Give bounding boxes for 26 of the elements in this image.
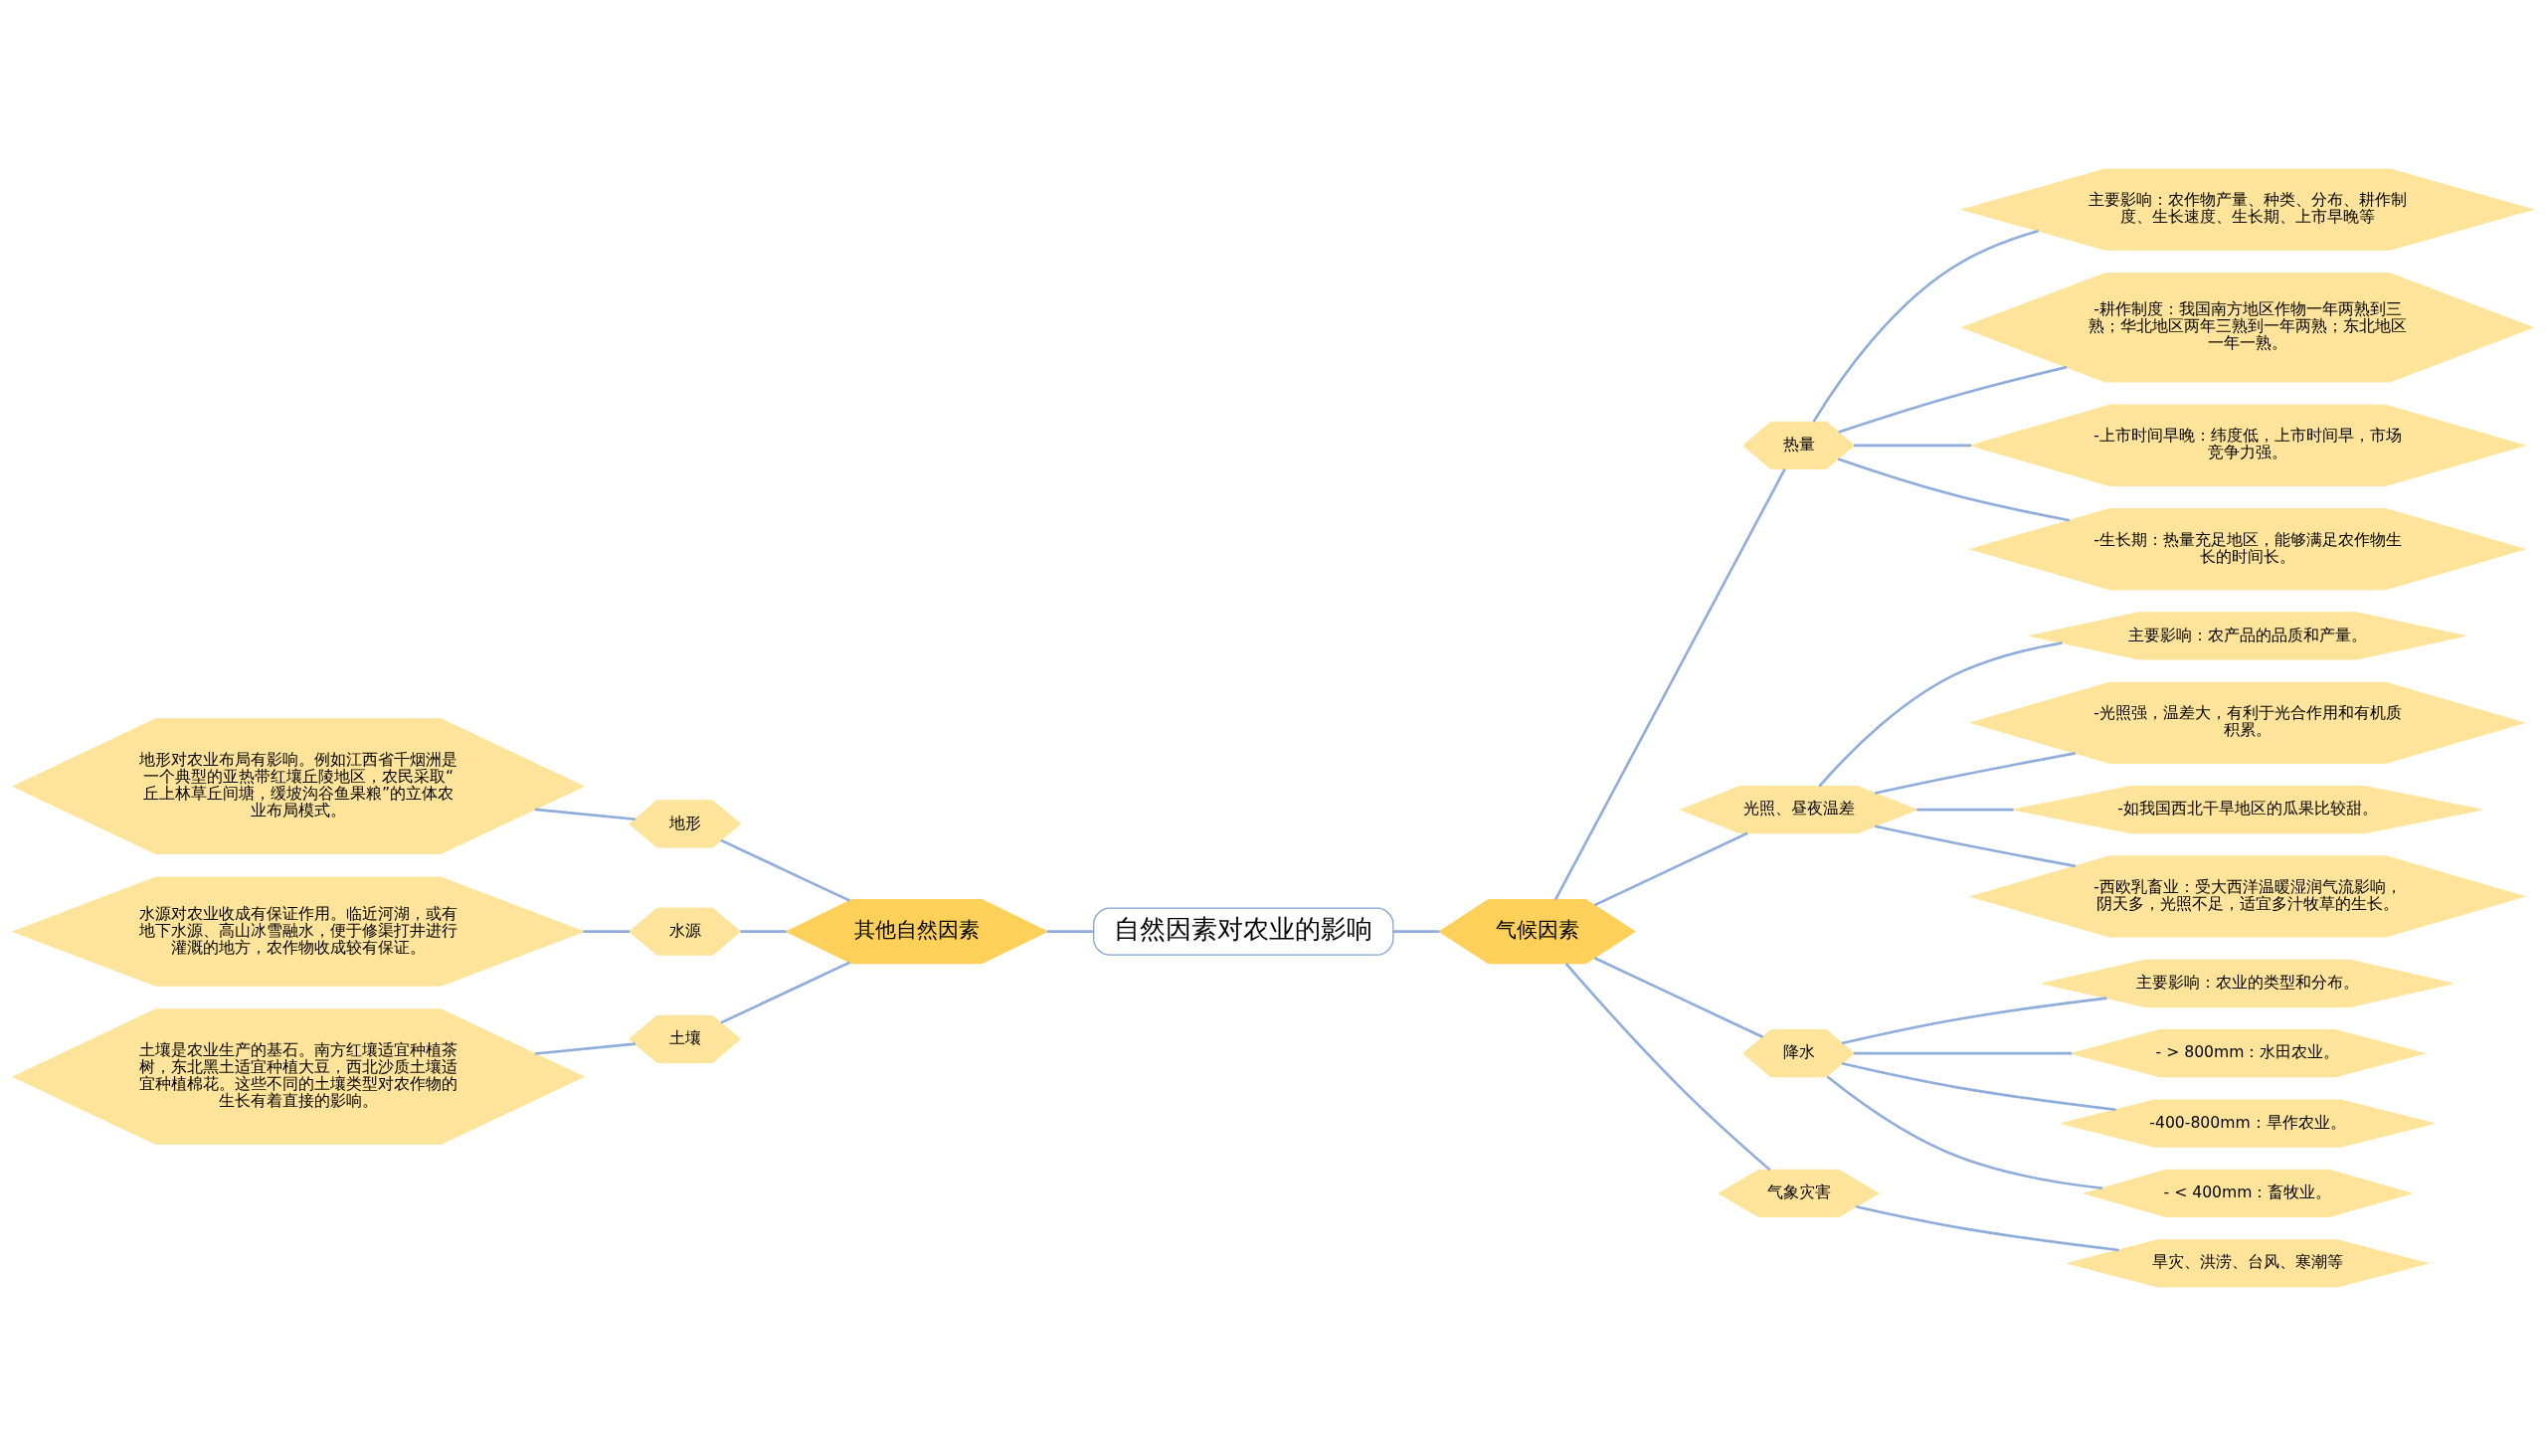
connector <box>720 838 851 902</box>
connector <box>1874 824 2076 868</box>
connector <box>1826 1075 2103 1189</box>
connector <box>1818 641 2063 788</box>
connector <box>1392 930 1440 933</box>
connector <box>1553 468 1786 901</box>
connector <box>1564 963 1771 1172</box>
connector <box>534 808 636 820</box>
connector <box>720 961 851 1024</box>
connector <box>1593 831 1748 907</box>
connector <box>1854 444 1972 448</box>
connector <box>1874 752 2076 795</box>
connector <box>1812 229 2039 423</box>
connector <box>1854 1051 2073 1055</box>
connector <box>1593 957 1764 1038</box>
connector <box>1837 457 2071 522</box>
connector <box>1916 808 2014 812</box>
node-box: 自然因素对农业的影响 <box>1093 907 1394 956</box>
connector <box>1855 1205 2119 1252</box>
connector <box>1838 365 2068 434</box>
connector <box>1841 997 2107 1045</box>
connector <box>583 930 631 933</box>
connector <box>534 1042 636 1055</box>
connector <box>740 930 787 933</box>
connector <box>1046 930 1094 933</box>
connector <box>1841 1062 2116 1112</box>
